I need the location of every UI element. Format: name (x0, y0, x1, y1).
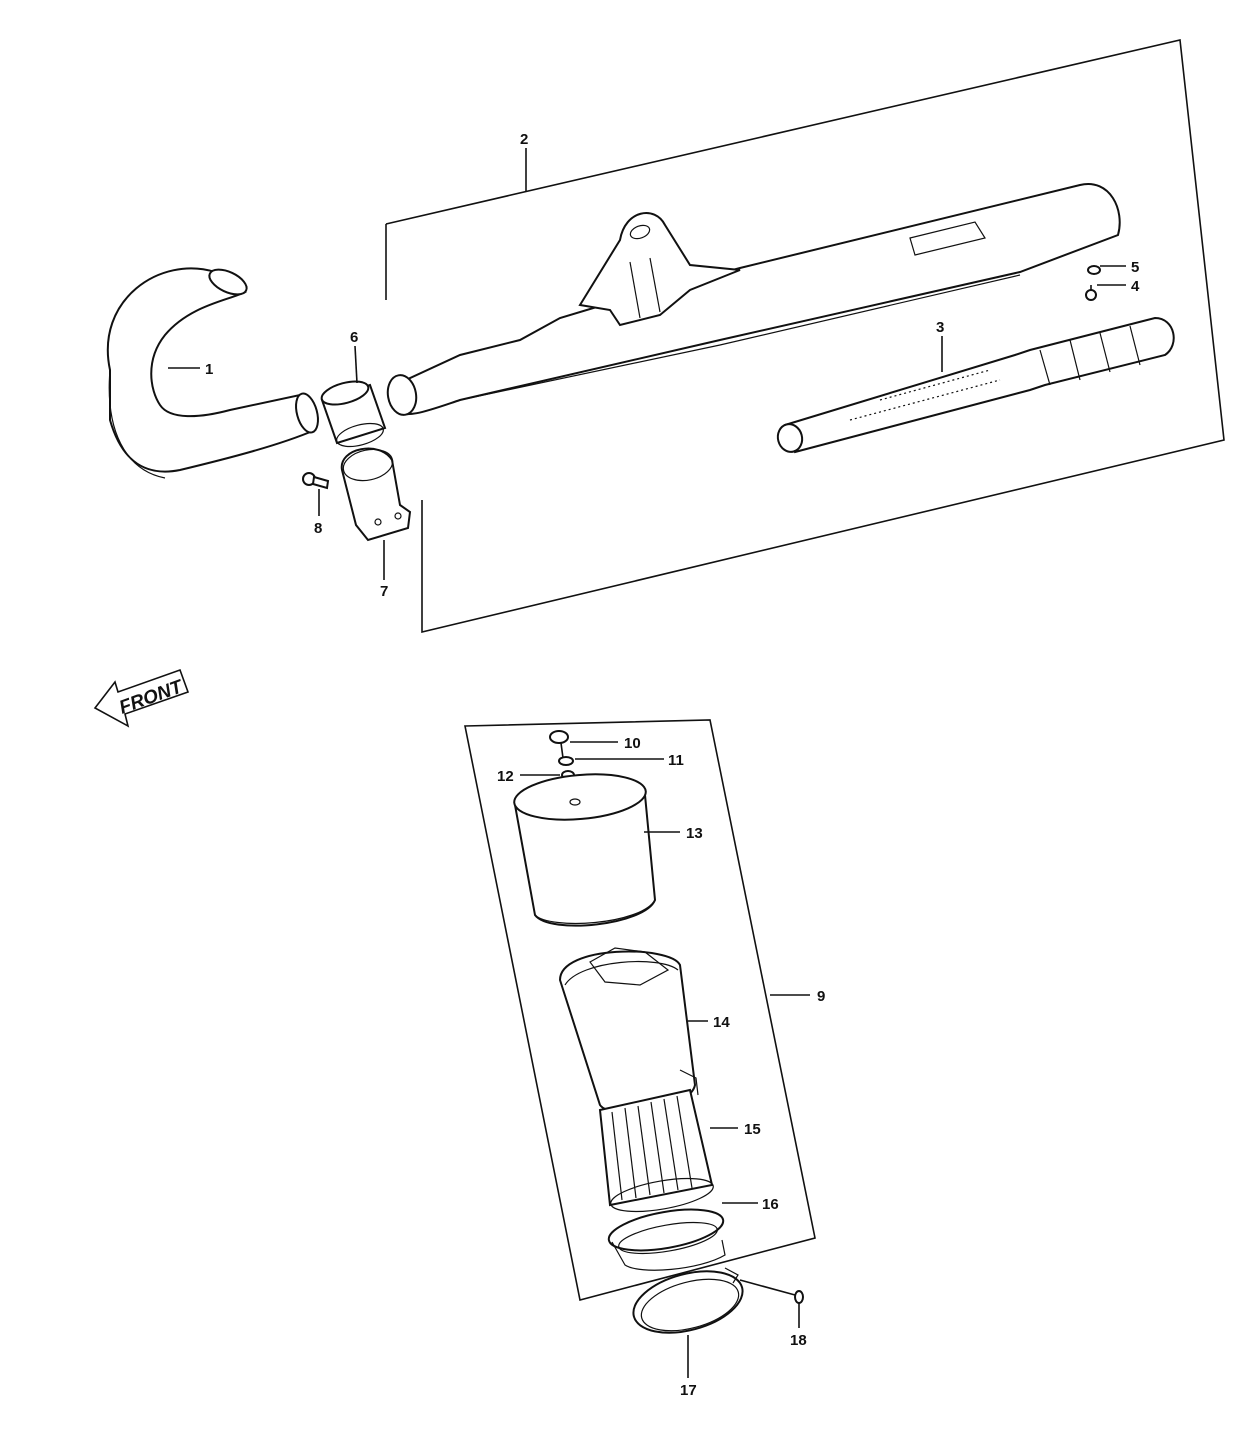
filter-housing-part (558, 947, 699, 1114)
band-clamp-part (632, 1267, 744, 1334)
air-filter-group-outline (464, 719, 816, 1301)
exhaust-group-outline (385, 39, 1225, 634)
filter-ring-part (607, 1208, 726, 1271)
baffle-tube-part (776, 316, 1175, 454)
callout-11: 11 (668, 752, 684, 769)
callout-12: 12 (497, 768, 514, 785)
callout-5: 5 (1131, 259, 1139, 276)
callout-leaders (168, 148, 1126, 1378)
filter-element-part (598, 1088, 714, 1213)
filter-cover-part (513, 773, 657, 927)
washer-part-5 (1087, 265, 1101, 275)
callout-8: 8 (314, 520, 322, 537)
washer-part-11 (558, 756, 574, 766)
screw-part-10 (549, 730, 569, 759)
callout-13: 13 (686, 825, 703, 842)
callout-3: 3 (936, 319, 944, 336)
clamp-part (340, 447, 412, 542)
callout-6: 6 (350, 329, 358, 346)
exhaust-pipe-part (107, 267, 319, 479)
callout-10: 10 (624, 735, 641, 752)
front-arrow-icon: FRONT (93, 668, 190, 728)
callout-numbers: 1 2 3 4 5 6 7 8 9 10 11 12 13 14 15 16 1… (205, 131, 1140, 1399)
callout-2: 2 (520, 131, 528, 148)
callout-1: 1 (205, 361, 213, 378)
callout-9: 9 (817, 988, 825, 1005)
bolt-part-4 (1085, 285, 1097, 301)
callout-16: 16 (762, 1196, 779, 1213)
screw-part-18 (739, 1279, 804, 1304)
front-label: FRONT (117, 676, 187, 719)
callout-7: 7 (380, 583, 388, 600)
callout-17: 17 (680, 1382, 697, 1399)
callout-15: 15 (744, 1121, 761, 1138)
callout-18: 18 (790, 1332, 807, 1349)
muffler-part (386, 183, 1121, 416)
connector-sleeve-part (320, 380, 387, 448)
callout-14: 14 (713, 1014, 730, 1031)
callout-4: 4 (1131, 278, 1140, 295)
bolt-part-8 (302, 472, 330, 490)
